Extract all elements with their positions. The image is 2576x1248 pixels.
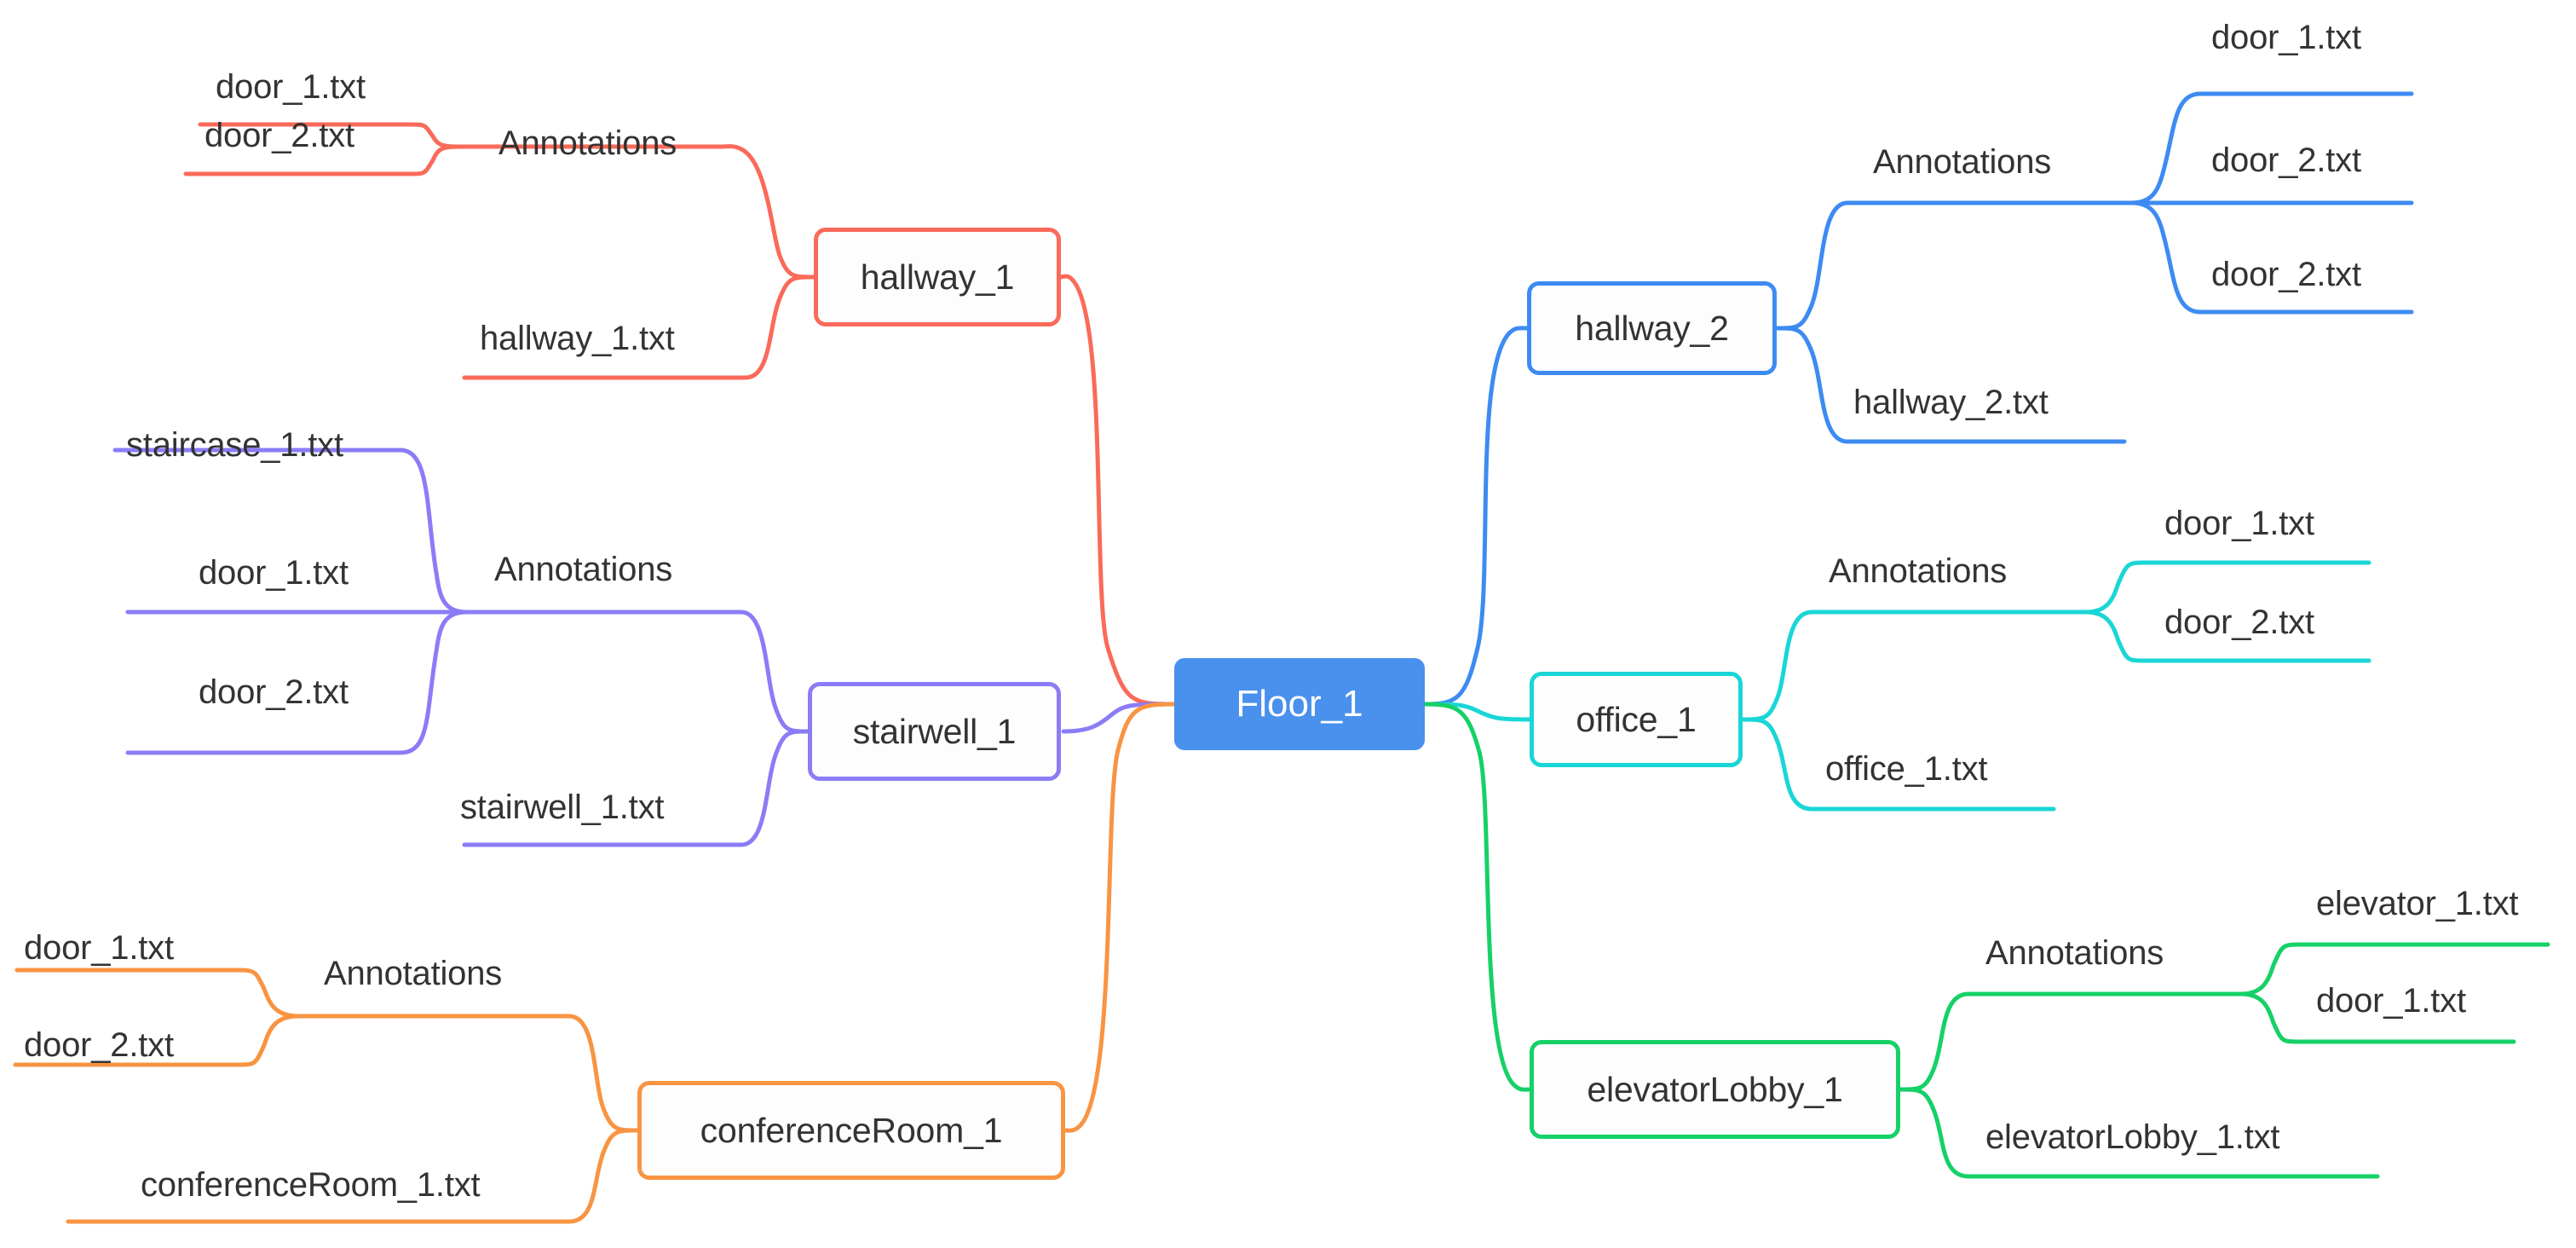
- branch-node-office-1[interactable]: office_1: [1530, 672, 1743, 767]
- leaf-label-hallway-2-annotation-0: door_1.txt: [2211, 19, 2361, 56]
- leaf-label-hallway-2-file-0: hallway_2.txt: [1853, 384, 2049, 421]
- leaf-label-elevator-lobby-1-file-0: elevatorLobby_1.txt: [1985, 1118, 2280, 1156]
- annotations-label-stairwell-1: Annotations: [494, 551, 673, 588]
- branch-node-label-elevator-lobby-1: elevatorLobby_1: [1587, 1069, 1843, 1109]
- branch-node-label-conference-room-1: conferenceRoom_1: [700, 1110, 1003, 1150]
- branch-node-conference-room-1[interactable]: conferenceRoom_1: [637, 1081, 1065, 1180]
- connector-group-stairwell-1: [112, 448, 1177, 847]
- leaf-label-hallway-1-file-0: hallway_1.txt: [480, 320, 675, 357]
- branch-node-label-office-1: office_1: [1576, 699, 1697, 739]
- leaf-label-stairwell-1-annotation-1: door_1.txt: [199, 554, 349, 592]
- leaf-label-stairwell-1-annotation-0: staircase_1.txt: [126, 426, 343, 464]
- branch-node-hallway-1[interactable]: hallway_1: [814, 228, 1061, 326]
- leaf-label-hallway-2-annotation-2: door_2.txt: [2211, 256, 2361, 293]
- branch-node-elevator-lobby-1[interactable]: elevatorLobby_1: [1530, 1040, 1900, 1139]
- root-node-floor-1[interactable]: Floor_1: [1174, 658, 1425, 750]
- branch-node-hallway-2[interactable]: hallway_2: [1527, 281, 1777, 375]
- root-node-label: Floor_1: [1236, 683, 1363, 725]
- leaf-label-elevator-lobby-1-annotation-1: door_1.txt: [2316, 982, 2466, 1020]
- annotations-label-elevator-lobby-1: Annotations: [1985, 934, 2164, 972]
- leaf-label-stairwell-1-file-0: stairwell_1.txt: [460, 789, 665, 826]
- leaf-label-hallway-2-annotation-1: door_2.txt: [2211, 142, 2361, 179]
- leaf-label-hallway-1-annotation-0: door_1.txt: [216, 68, 366, 106]
- leaf-label-office-1-file-0: office_1.txt: [1825, 750, 1988, 788]
- leaf-label-conference-room-1-file-0: conferenceRoom_1.txt: [141, 1166, 481, 1204]
- leaf-label-hallway-1-annotation-1: door_2.txt: [205, 117, 354, 154]
- branch-node-stairwell-1[interactable]: stairwell_1: [808, 682, 1061, 781]
- branch-node-label-hallway-1: hallway_1: [860, 257, 1015, 297]
- leaf-label-stairwell-1-annotation-2: door_2.txt: [199, 673, 349, 711]
- leaf-label-office-1-annotation-1: door_2.txt: [2164, 604, 2314, 641]
- annotations-label-hallway-2: Annotations: [1873, 143, 2052, 181]
- annotations-label-office-1: Annotations: [1829, 552, 2008, 590]
- leaf-label-office-1-annotation-0: door_1.txt: [2164, 505, 2314, 542]
- branch-node-label-stairwell-1: stairwell_1: [852, 711, 1017, 751]
- annotations-label-hallway-1: Annotations: [498, 124, 677, 162]
- connector-group-hallway-1: [183, 122, 1177, 707]
- leaf-label-elevator-lobby-1-annotation-0: elevator_1.txt: [2316, 885, 2519, 922]
- branch-node-label-hallway-2: hallway_2: [1575, 308, 1729, 348]
- leaf-label-conference-room-1-annotation-1: door_2.txt: [24, 1026, 174, 1064]
- leaf-label-conference-room-1-annotation-0: door_1.txt: [24, 929, 174, 967]
- annotations-label-conference-room-1: Annotations: [324, 955, 503, 992]
